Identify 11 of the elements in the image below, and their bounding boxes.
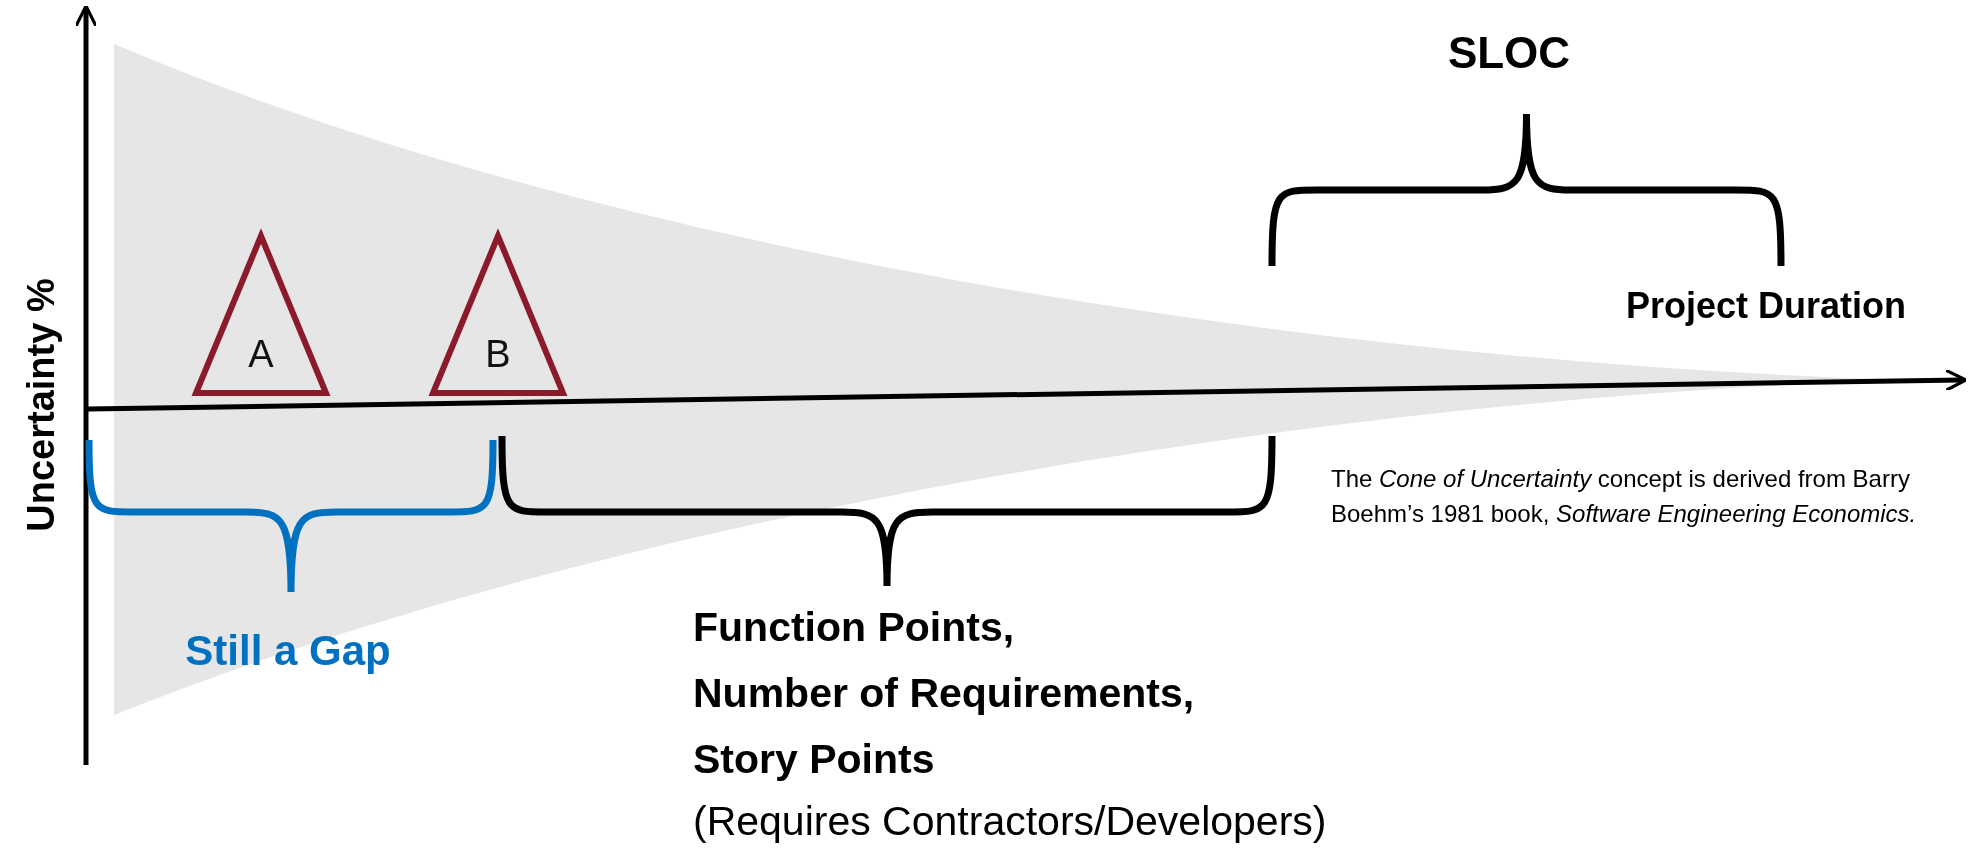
brace-label: Story Points [693, 736, 935, 784]
triangle-letter: A [247, 334, 275, 374]
axis-title: Uncertainty % [20, 278, 64, 532]
axis-title: Project Duration [1626, 285, 1906, 327]
source-note: The Cone of Uncertainty concept is derived from Barry Boehm’s 1981 book, Software Engineering Economics. [1331, 464, 1918, 529]
brace-note: (Requires Contractors/Developers) [693, 798, 1327, 846]
brace-label: Function Points, [693, 604, 1015, 652]
brace-label: Number of Requirements, [693, 670, 1195, 718]
brace-label: Still a Gap [185, 627, 391, 676]
triangle-letter: B [484, 334, 512, 374]
axis-title: SLOC [1447, 28, 1571, 79]
